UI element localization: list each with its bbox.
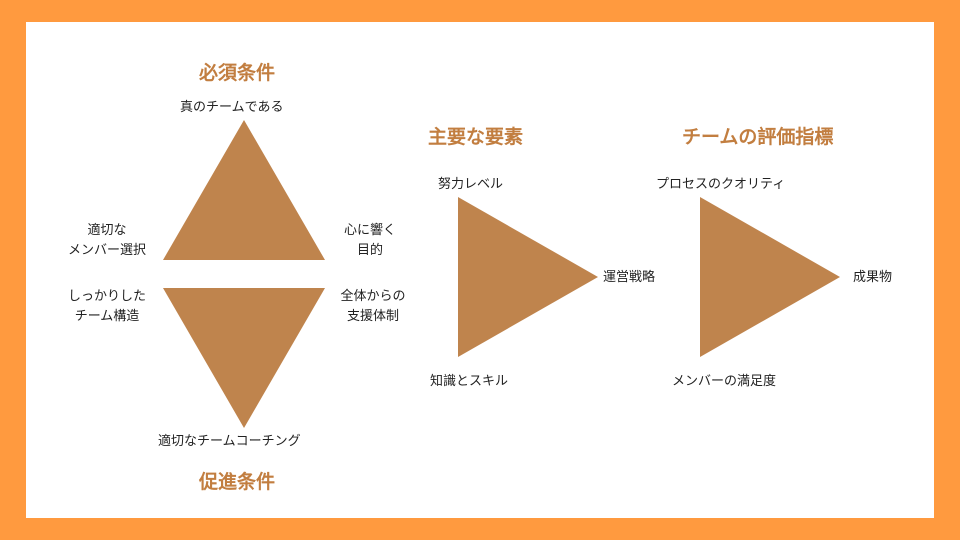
- triangle-required-conditions: [163, 120, 325, 260]
- label-deliverables: 成果物: [853, 270, 893, 285]
- label-knowledge-skills: 知識とスキル: [430, 374, 509, 389]
- label-line: チーム構造: [74, 309, 140, 324]
- label-support-system: 全体からの 支援体制: [330, 287, 416, 327]
- label-team-coaching: 適切なチームコーチング: [158, 434, 301, 449]
- heading-required-conditions: 必須条件: [199, 62, 276, 84]
- triangle-enabling-conditions: [163, 288, 325, 428]
- label-line: 適切な: [87, 223, 127, 238]
- label-team-structure: しっかりした チーム構造: [52, 287, 162, 327]
- label-process-quality: プロセスのクオリティ: [656, 177, 786, 192]
- label-compelling-purpose: 心に響く 目的: [330, 221, 410, 261]
- heading-key-elements: 主要な要素: [428, 126, 524, 148]
- label-line: しっかりした: [67, 289, 146, 304]
- heading-enabling-conditions: 促進条件: [199, 471, 276, 493]
- label-line: 支援体制: [346, 309, 399, 324]
- triangle-evaluation-metrics: [700, 197, 840, 357]
- label-line: 目的: [356, 243, 383, 258]
- label-line: メンバー選択: [67, 243, 146, 258]
- label-true-team: 真のチームである: [180, 100, 284, 115]
- label-operating-strategy: 運営戦略: [603, 270, 656, 285]
- label-member-selection: 適切な メンバー選択: [52, 221, 162, 261]
- triangle-key-elements: [458, 197, 598, 357]
- label-member-satisfaction: メンバーの満足度: [672, 374, 777, 389]
- heading-evaluation-metrics: チームの評価指標: [682, 126, 834, 148]
- label-effort-level: 努力レベル: [438, 177, 504, 192]
- label-line: 全体からの: [340, 289, 406, 304]
- label-line: 心に響く: [343, 223, 396, 238]
